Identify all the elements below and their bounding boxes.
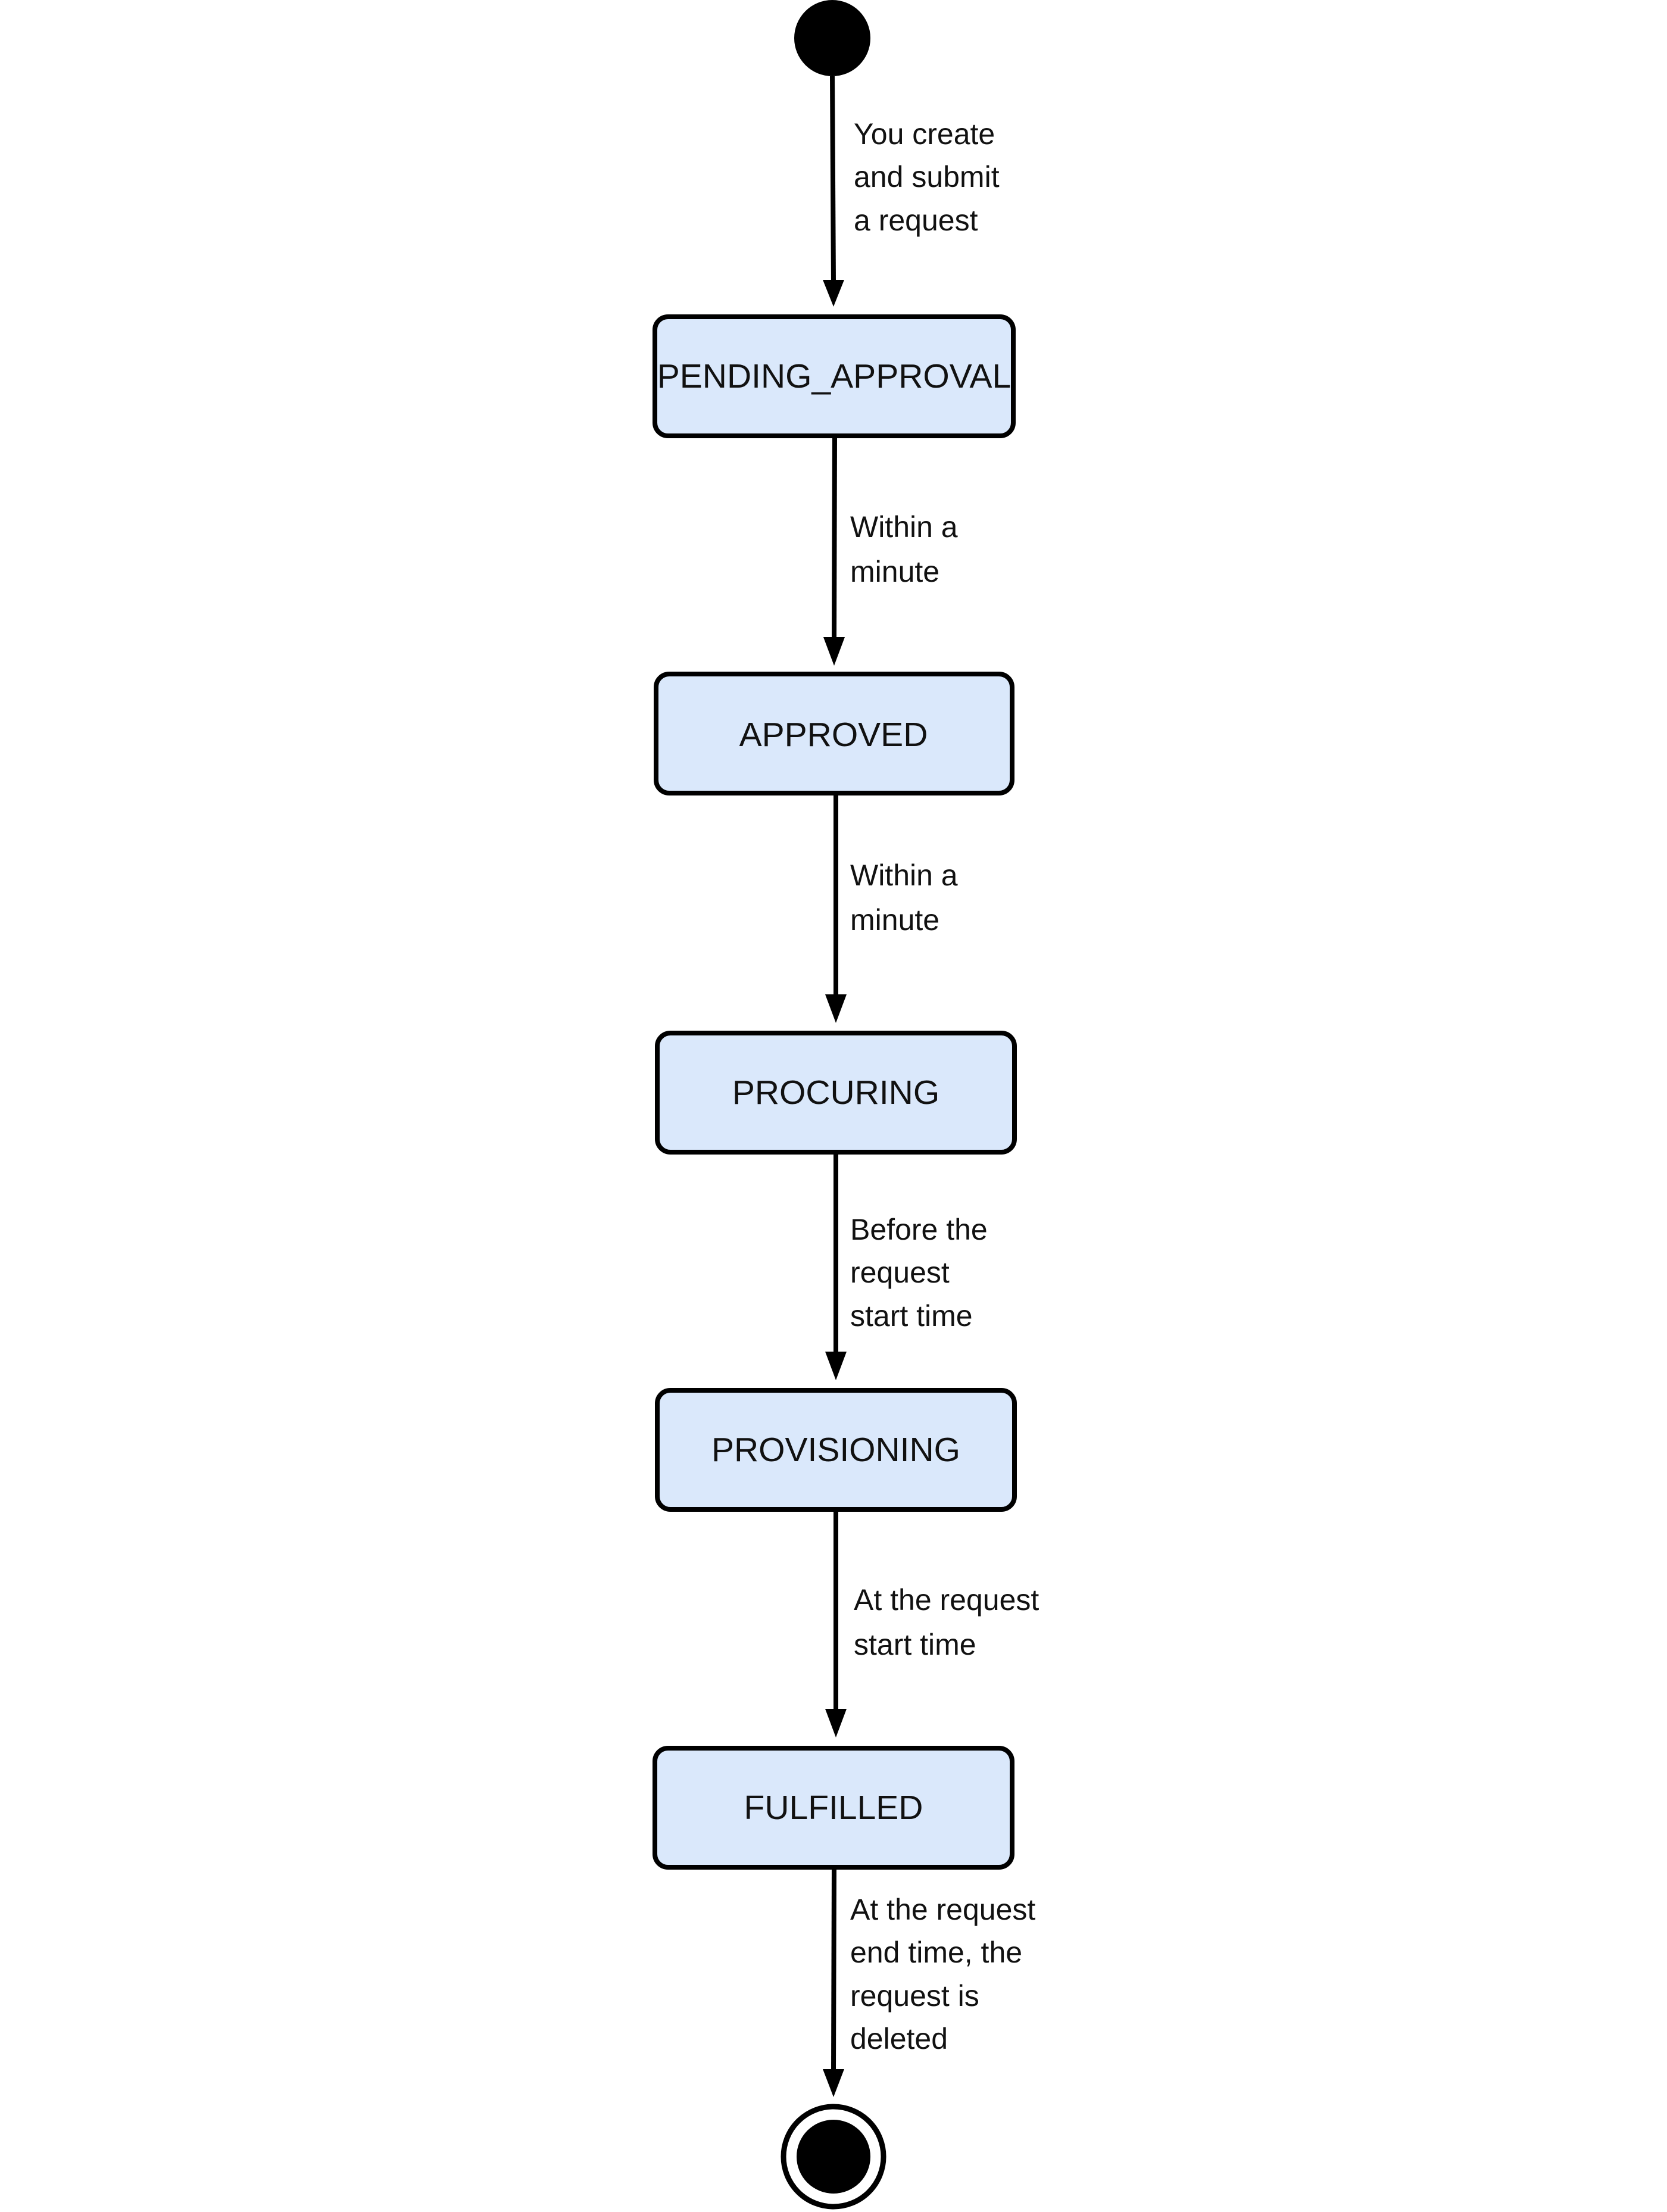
transition-label-line: start time [850,1299,973,1333]
transition-label-line: request [850,1256,950,1289]
state-provisioning: PROVISIONING [655,1388,1017,1512]
state-label: PENDING_APPROVAL [657,357,1011,395]
transition-label-line: and submit [854,160,1000,194]
transition-pending-to-approved: Within a minute [823,435,966,666]
arrowhead-icon [825,1709,847,1737]
state-label: PROCURING [732,1074,939,1112]
state-label: PROVISIONING [711,1431,960,1469]
transition-provisioning-to-fulfilled: At the request start time [825,1509,1047,1737]
arrowhead-icon [825,994,847,1023]
end-node [781,2104,886,2210]
arrowhead-icon [823,280,844,307]
transition-approved-to-procuring: Within a minute [825,793,966,1023]
arrowhead-icon [823,2069,844,2097]
state-procuring: PROCURING [655,1031,1017,1155]
transition-procuring-to-provisioning: Before the request start time [825,1152,996,1380]
transition-label-line: Before the [850,1213,988,1246]
transition-label: At the request end time, the request is … [850,1893,1044,2055]
transition-label-line: Within a [850,859,958,892]
transition-label-line: a request [854,204,978,237]
transition-label-line: minute [850,555,939,588]
transition-label-line: minute [850,903,939,937]
transition-label-line: At the request [850,1893,1035,1926]
transition-label-line: start time [854,1628,976,1661]
start-node [794,0,870,76]
transition-label-line: You create [854,117,995,151]
transition-fulfilled-to-end: At the request end time, the request is … [823,1867,1044,2097]
state-label: APPROVED [739,716,928,754]
transition-label: You create and submit a request [854,117,1008,237]
transition-label: Within a minute [850,859,966,937]
state-label: FULFILLED [744,1789,923,1827]
transition-label-line: Within a [850,510,958,544]
state-approved: APPROVED [654,672,1014,795]
transition-label: Within a minute [850,510,966,588]
state-pending-approval: PENDING_APPROVAL [653,314,1016,438]
state-fulfilled: FULFILLED [653,1746,1014,1870]
transition-label-line: At the request [854,1583,1039,1617]
transition-start-to-pending: You create and submit a request [823,76,1008,307]
transition-label-line: end time, the [850,1936,1022,1969]
transition-label-line: request is [850,1979,979,2013]
arrowhead-icon [823,637,845,666]
transition-label: At the request start time [854,1583,1047,1661]
transition-label: Before the request start time [850,1213,996,1333]
transition-label-line: deleted [850,2022,948,2055]
arrowhead-icon [825,1352,847,1380]
